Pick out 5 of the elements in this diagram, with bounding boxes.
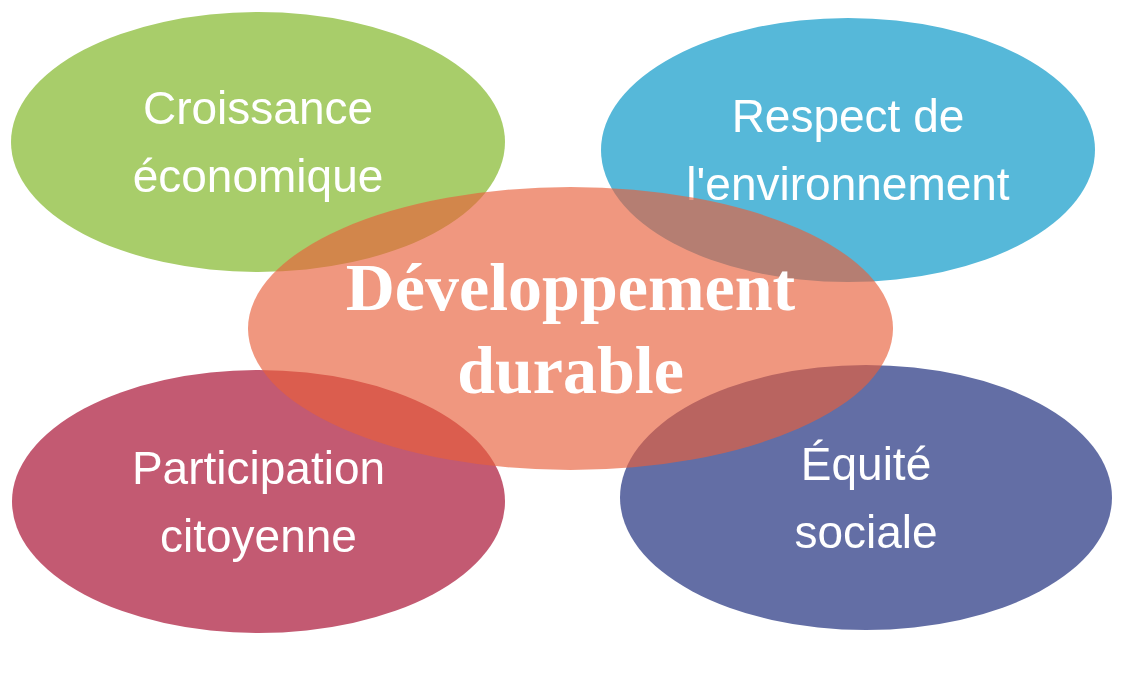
node-label: Équité sociale: [793, 436, 939, 560]
node-label: Participation citoyenne: [130, 440, 387, 564]
node-label: Croissance économique: [131, 81, 385, 204]
node-label: Développement durable: [344, 247, 797, 410]
node-label: Respect de l'environnement: [685, 89, 1011, 212]
